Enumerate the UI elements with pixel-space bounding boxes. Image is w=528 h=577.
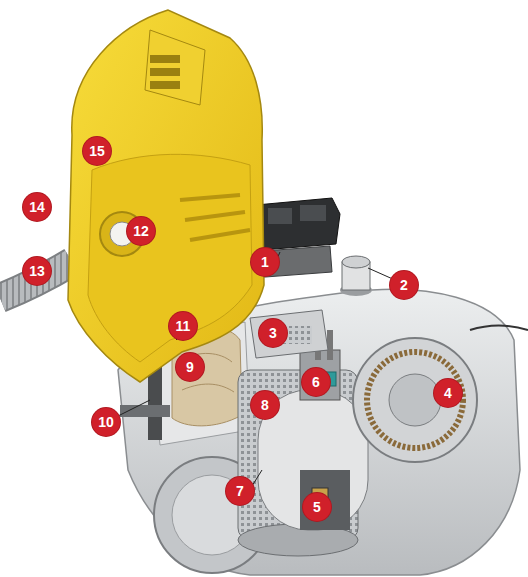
callout-number: 1 — [251, 248, 279, 276]
callout-number: 15 — [83, 137, 111, 165]
callout-number: 14 — [23, 193, 51, 221]
callout-number: 6 — [302, 368, 330, 396]
callout-number: 5 — [303, 493, 331, 521]
callout-number: 3 — [259, 319, 287, 347]
callout-number: 8 — [251, 391, 279, 419]
callout-number: 9 — [176, 353, 204, 381]
callout-number: 2 — [390, 271, 418, 299]
callout-number: 4 — [434, 379, 462, 407]
callout-number: 7 — [226, 477, 254, 505]
callout-number: 12 — [127, 217, 155, 245]
callout-number: 13 — [23, 257, 51, 285]
callout-number: 11 — [169, 312, 197, 340]
callout-number: 10 — [92, 408, 120, 436]
